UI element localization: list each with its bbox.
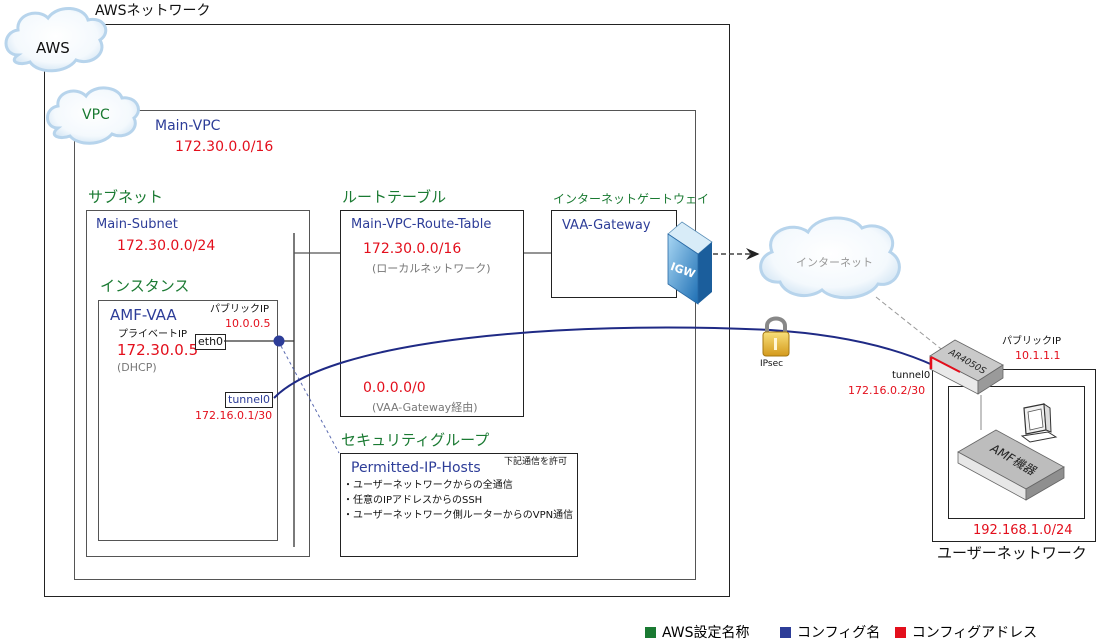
legend-swatch-green xyxy=(645,627,656,638)
legend-swatch-red xyxy=(894,627,906,638)
router-public-ip: 10.1.1.1 xyxy=(1015,349,1061,362)
subnet-section-label: サブネット xyxy=(88,188,164,206)
security-group-box xyxy=(340,453,578,557)
instance-name: AMF-VAA xyxy=(110,306,177,324)
igw-name: VAA-Gateway xyxy=(562,218,651,233)
instance-public-ip: 10.0.0.5 xyxy=(225,317,271,330)
instance-private-ip-label: プライベートIP xyxy=(118,329,187,340)
internet-cloud-icon xyxy=(759,216,901,300)
instance-private-ip: 172.30.0.5 xyxy=(117,341,199,359)
instance-private-ip-note: (DHCP) xyxy=(117,361,157,374)
instance-public-ip-label: パブリックIP xyxy=(210,304,269,315)
security-rule-3: ・ユーザーネットワーク側ルーターからのVPN通信 xyxy=(343,510,574,521)
vpc-cloud-label: VPC xyxy=(82,107,110,123)
instance-section-label: インスタンス xyxy=(100,277,190,295)
security-group-name: Permitted-IP-Hosts xyxy=(351,460,481,476)
instance-box xyxy=(98,300,278,541)
legend-item-aws: AWS設定名称 xyxy=(645,625,754,641)
router-tunnel-iface: tunnel0 xyxy=(892,370,931,381)
tunnel0-interface: tunnel0 xyxy=(225,392,274,409)
vpc-name: Main-VPC xyxy=(155,118,221,134)
pc-icon xyxy=(1020,403,1058,443)
legend-item-config-address: コンフィグアドレス xyxy=(894,625,1038,641)
vpc-cidr: 172.30.0.0/16 xyxy=(175,139,274,155)
eth0-interface: eth0 xyxy=(195,334,227,351)
legend-label-aws: AWS設定名称 xyxy=(662,625,750,641)
legend-label-config-address: コンフィグアドレス xyxy=(911,625,1038,641)
internet-cloud-label: インターネット xyxy=(796,256,873,269)
instance-tunnel-ip: 172.16.0.1/30 xyxy=(195,409,273,422)
security-group-link xyxy=(280,345,340,454)
security-group-section-label: セキュリティグループ xyxy=(341,431,490,449)
route-table-box xyxy=(340,210,524,417)
security-rule-2: ・任意のIPアドレスからのSSH xyxy=(343,495,483,506)
route-1-dest: 172.30.0.0/16 xyxy=(363,241,462,257)
ipsec-lock-icon xyxy=(762,316,790,357)
router-public-ip-label: パブリックIP xyxy=(1002,336,1061,347)
user-network-title: ユーザーネットワーク xyxy=(937,544,1087,562)
route-table-section-label: ルートテーブル xyxy=(342,188,447,206)
route-2-note: (VAA-Gateway経由) xyxy=(372,401,478,414)
route-table-name: Main-VPC-Route-Table xyxy=(351,217,492,232)
security-rule-1: ・ユーザーネットワークからの全通信 xyxy=(343,480,513,491)
vpc-cloud-icon xyxy=(46,86,140,145)
aws-cloud-icon xyxy=(4,7,108,73)
route-2-dest: 0.0.0.0/0 xyxy=(363,380,426,396)
legend-swatch-blue xyxy=(780,627,791,638)
legend: AWS設定名称 コンフィグ名 コンフィグアドレス xyxy=(645,626,1037,640)
subnet-cidr: 172.30.0.0/24 xyxy=(117,238,216,254)
amf-device-icon: AMF機器 xyxy=(957,429,1065,501)
legend-item-config-name: コンフィグ名 xyxy=(780,625,885,641)
ipsec-tunnel-line xyxy=(273,326,936,399)
igw-section-label: インターネットゲートウェイ xyxy=(553,192,710,206)
aws-network-title: AWSネットワーク xyxy=(95,3,211,19)
ipsec-label: IPsec xyxy=(760,359,784,369)
router-icon: AR4050S xyxy=(929,339,1004,395)
internet-router-link xyxy=(875,296,946,353)
user-lan-cidr: 192.168.1.0/24 xyxy=(973,523,1073,538)
router-tunnel-ip: 172.16.0.2/30 xyxy=(848,384,926,397)
legend-label-config-name: コンフィグ名 xyxy=(797,625,881,641)
aws-cloud-label: AWS xyxy=(36,39,70,57)
igw-icon: IGW xyxy=(667,221,713,305)
route-1-note: (ローカルネットワーク) xyxy=(372,262,491,275)
eth0-node xyxy=(273,335,285,347)
subnet-name: Main-Subnet xyxy=(96,217,178,232)
security-group-note: 下記通信を許可 xyxy=(504,457,568,467)
